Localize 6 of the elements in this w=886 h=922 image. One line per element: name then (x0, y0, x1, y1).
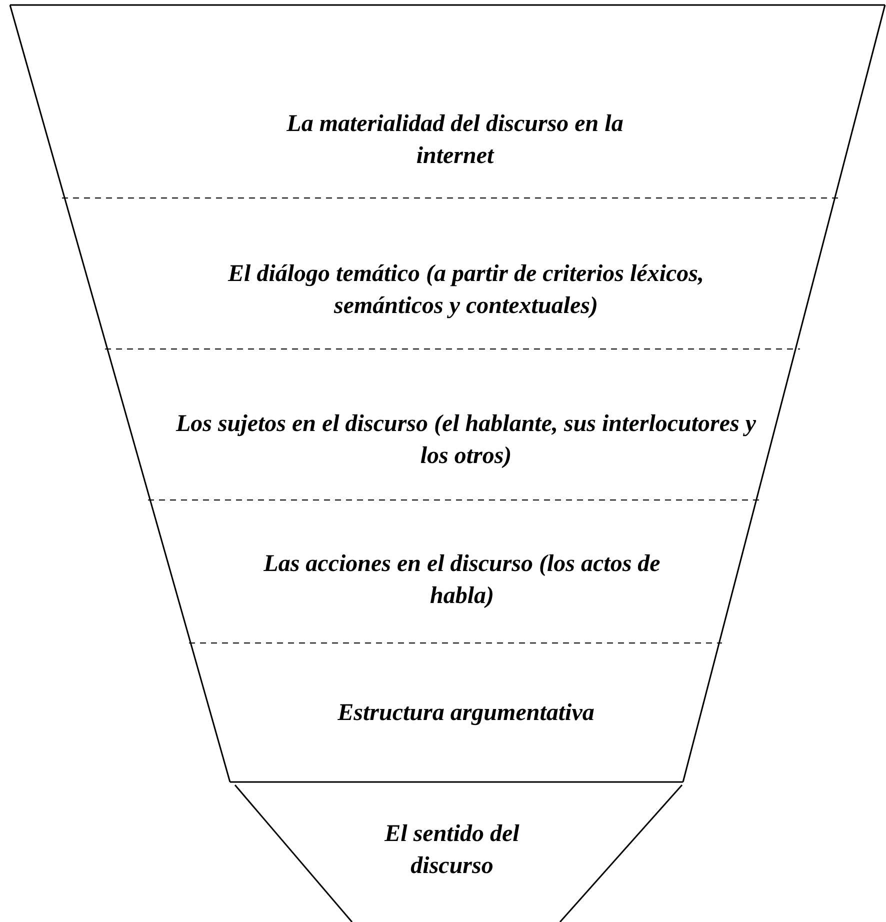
band-label: La materialidad del discurso en la internet (286, 110, 624, 171)
band-label: El diálogo temático (a partir de criterios léxicos, semánticos y contextuales) (226, 260, 705, 321)
band-label: El sentido del discurso (384, 820, 520, 881)
band-label: Estructura argumentativa (338, 698, 594, 728)
band-label: Las acciones en el discurso (los actos de habla) (262, 550, 662, 611)
band-label: Los sujetos en el discurso (el hablante, sus interlocutores y los otros) (174, 410, 758, 471)
